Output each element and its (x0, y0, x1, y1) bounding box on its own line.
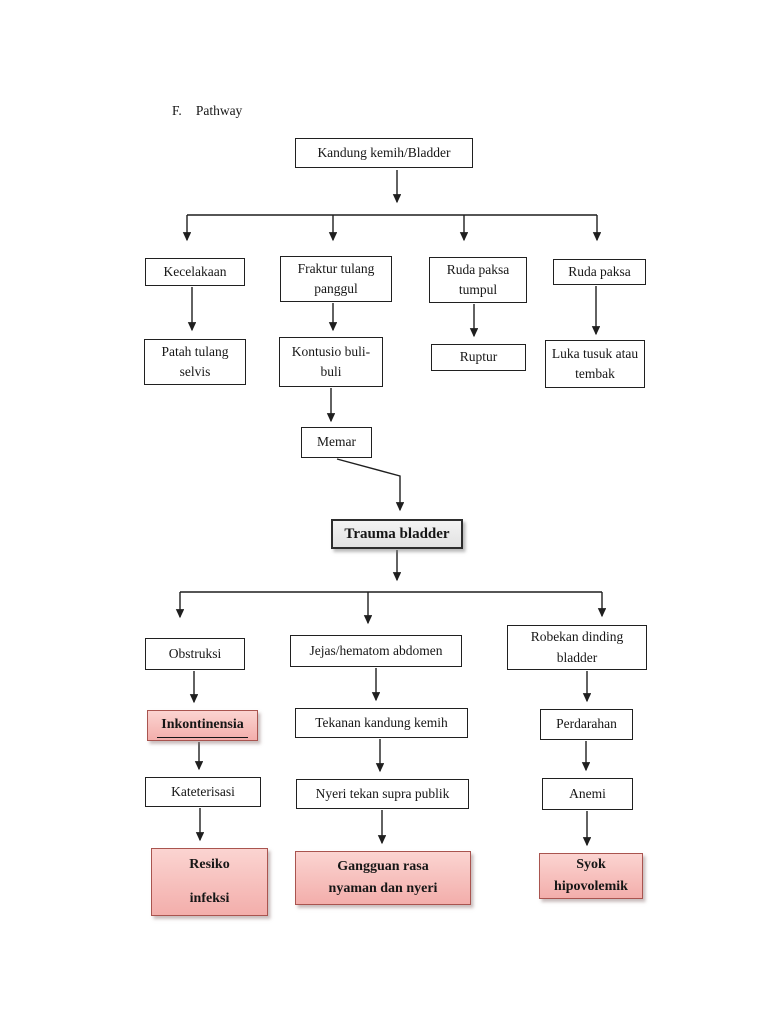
node-label: Luka tusuk atau tembak (551, 345, 639, 381)
node-nyeri-tekan: Nyeri tekan supra publik (296, 779, 469, 809)
node-jejas-hematom: Jejas/hematom abdomen (290, 635, 462, 667)
node-label-line1: Resiko (189, 856, 230, 872)
node-label: Obstruksi (168, 645, 222, 661)
node-luka-tusuk: Luka tusuk atau tembak (545, 340, 645, 388)
node-label: Ruda paksa (568, 263, 631, 279)
node-label: Memar (317, 434, 356, 450)
node-ruptur: Ruptur (431, 344, 526, 371)
node-label: Robekan dinding bladder (530, 629, 624, 665)
node-anemi: Anemi (542, 778, 633, 810)
node-fraktur-tulang-panggul: Fraktur tulang panggul (280, 256, 392, 302)
node-label-line1: Syok (576, 856, 606, 872)
node-label: Kecelakaan (163, 263, 227, 279)
node-label: Kontusio buli-buli (291, 343, 371, 379)
node-kecelakaan: Kecelakaan (145, 258, 245, 286)
node-label-underlined: Inkontinensia (157, 714, 248, 738)
node-obstruksi: Obstruksi (145, 638, 245, 670)
node-resiko-infeksi: Resiko infeksi (151, 848, 268, 916)
node-label: Fraktur tulang panggul (297, 260, 375, 296)
node-label: Ruptur (459, 349, 498, 365)
node-memar: Memar (301, 427, 372, 458)
section-title: Pathway (195, 103, 243, 118)
node-label: Kandung kemih/Bladder (317, 144, 451, 160)
node-syok-hipovolemik: Syok hipovolemik (539, 853, 643, 899)
node-patah-tulang-selvis: Patah tulang selvis (144, 339, 246, 385)
node-label-line2: hipovolemik (554, 878, 628, 894)
node-tekanan-kandung: Tekanan kandung kemih (295, 708, 468, 738)
node-label-line2: infeksi (189, 890, 230, 906)
node-label: Tekanan kandung kemih (315, 714, 448, 730)
node-label: Trauma bladder (344, 525, 450, 542)
node-label: Kateterisasi (171, 783, 235, 799)
node-label: Ruda paksa tumpul (446, 261, 510, 297)
node-kandung-kemih: Kandung kemih/Bladder (295, 138, 473, 168)
node-inkontinensia: Inkontinensia (147, 710, 258, 741)
node-ruda-paksa: Ruda paksa (553, 259, 646, 285)
connector-elbow-arrow (336, 458, 405, 512)
node-label: Jejas/hematom abdomen (309, 642, 443, 658)
section-heading: F. Pathway (172, 103, 242, 119)
node-robekan-dinding: Robekan dinding bladder (507, 625, 647, 670)
node-gangguan-rasa: Gangguan rasa nyaman dan nyeri (295, 851, 471, 905)
section-letter: F. (172, 103, 182, 118)
node-label: Patah tulang selvis (161, 343, 229, 379)
node-label: Anemi (569, 785, 606, 801)
node-kateterisasi: Kateterisasi (145, 777, 261, 807)
node-ruda-paksa-tumpul: Ruda paksa tumpul (429, 257, 527, 303)
node-label: Perdarahan (556, 716, 617, 732)
node-trauma-bladder: Trauma bladder (331, 519, 463, 549)
node-perdarahan: Perdarahan (540, 709, 633, 740)
node-label-line2: nyaman dan nyeri (328, 880, 438, 896)
node-label: Nyeri tekan supra publik (315, 785, 450, 801)
node-kontusio-buli-buli: Kontusio buli-buli (279, 337, 383, 387)
node-label-line1: Gangguan rasa (337, 858, 429, 874)
